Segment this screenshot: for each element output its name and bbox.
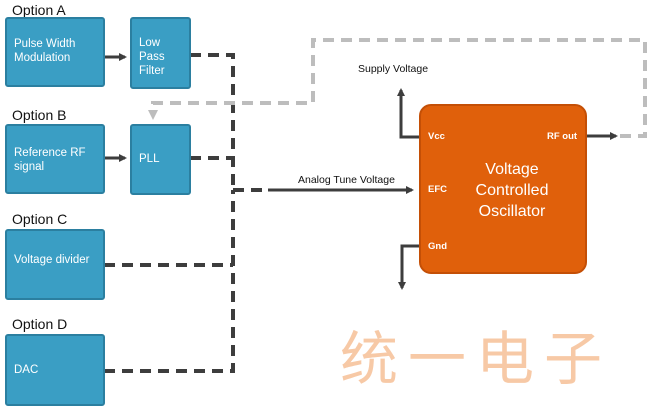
voltage-divider-block-label: Voltage divider	[14, 254, 90, 266]
efc-pin-label: EFC	[428, 184, 447, 195]
pll-block: PLL	[130, 124, 191, 195]
dac-block-label: DAC	[14, 364, 39, 376]
gnd-line	[398, 244, 421, 290]
pll-label: PLL	[139, 153, 160, 165]
vco-title: Voltage Controlled Oscillator	[475, 161, 549, 220]
dac-output-line	[104, 190, 235, 373]
voltage-divider-block: Voltage divider	[5, 229, 105, 300]
feedback-line	[148, 38, 647, 138]
supply-voltage-label: Supply Voltage	[358, 63, 429, 75]
rf-out-pin-label: RF out	[547, 131, 578, 142]
low-pass-filter-label: Low Pass Filter	[139, 37, 165, 77]
watermark-text: 统一电子	[340, 325, 613, 393]
low-pass-filter-block: Low Pass Filter	[130, 17, 191, 89]
vcc-pin-label: Vcc	[428, 131, 445, 142]
vco-block: Voltage Controlled Oscillator Vcc EFC Gn…	[419, 104, 587, 274]
option-c-label: Option C	[12, 211, 68, 227]
filter-output-line	[190, 53, 235, 190]
reference-rf-block: Reference RF signal	[5, 124, 105, 194]
option-b-label: Option B	[12, 107, 67, 123]
dac-block: DAC	[5, 334, 105, 406]
vcc-line	[397, 88, 421, 139]
gnd-pin-label: Gnd	[428, 241, 447, 252]
pwm-block: Pulse Width Modulation	[5, 17, 105, 87]
option-a-label: Option A	[12, 2, 66, 18]
pwm-block-label: Pulse Width Modulation	[14, 38, 76, 64]
option-d-label: Option D	[12, 316, 68, 332]
reference-rf-block-label: Reference RF signal	[14, 147, 86, 173]
analog-tune-voltage-label: Analog Tune Voltage	[298, 174, 395, 186]
